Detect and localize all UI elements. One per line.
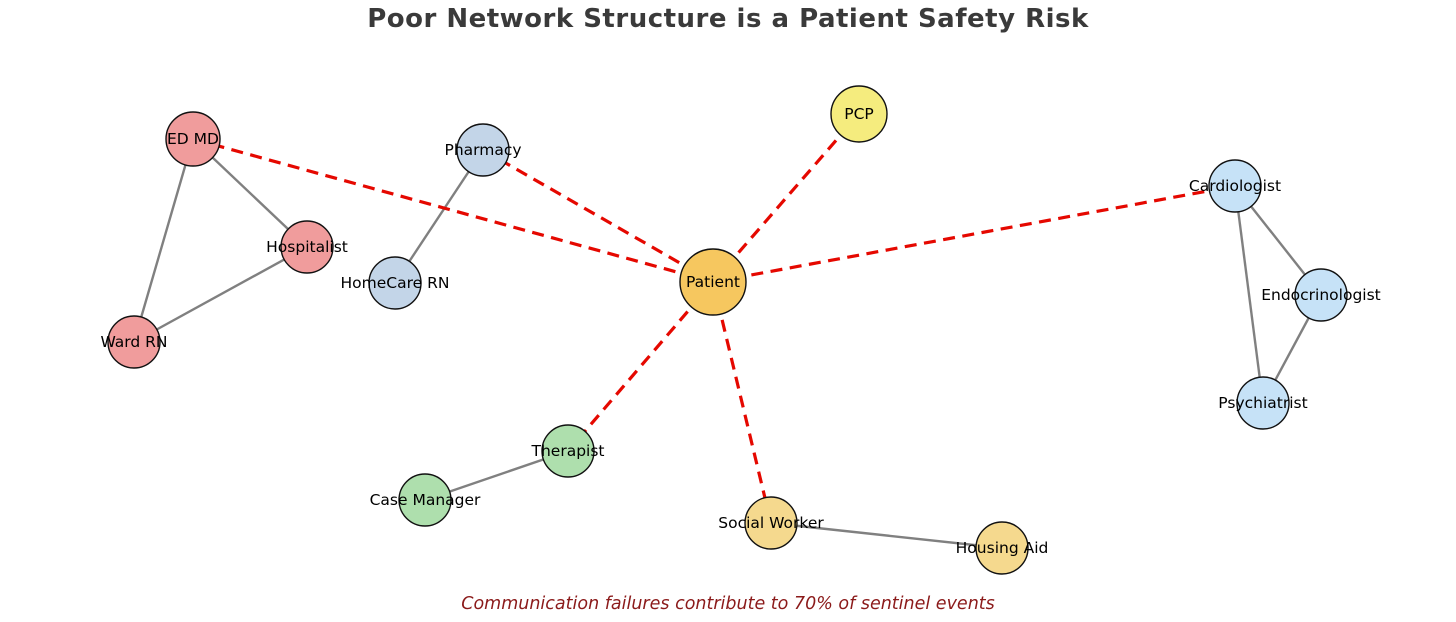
node-label-cardiologist: Cardiologist: [1189, 177, 1281, 195]
edge-social-worker-housing-aid: [770, 521, 1003, 550]
node-label-social-worker: Social Worker: [718, 514, 824, 532]
node-housing-aid: [975, 521, 1029, 575]
node-pharmacy: [456, 123, 510, 177]
node-label-pharmacy: Pharmacy: [444, 141, 521, 159]
edge-patient-ed-md: [192, 137, 714, 284]
node-label-endocrinologist: Endocrinologist: [1261, 286, 1381, 304]
node-ed-md: [165, 111, 221, 167]
edge-patient-cardiologist: [712, 184, 1236, 284]
node-case-manager: [398, 473, 452, 527]
edge-ed-md-ward-rn: [132, 138, 195, 343]
node-label-patient: Patient: [686, 273, 740, 291]
node-label-psychiatrist: Psychiatrist: [1218, 394, 1307, 412]
edge-hospitalist-ward-rn: [133, 245, 308, 344]
figure-title: Poor Network Structure is a Patient Safe…: [367, 4, 1089, 34]
figure-caption: Communication failures contribute to 70%…: [461, 594, 995, 614]
node-pcp: [830, 85, 888, 143]
node-label-ed-md: ED MD: [167, 130, 219, 148]
node-label-homecare-rn: HomeCare RN: [341, 274, 450, 292]
node-label-housing-aid: Housing Aid: [956, 539, 1049, 557]
node-homecare-rn: [368, 256, 422, 310]
node-hospitalist: [280, 220, 334, 274]
node-cardiologist: [1208, 159, 1262, 213]
edge-patient-therapist: [566, 280, 715, 453]
node-label-hospitalist: Hospitalist: [266, 238, 348, 256]
node-label-pcp: PCP: [844, 105, 874, 123]
node-psychiatrist: [1236, 376, 1290, 430]
node-therapist: [541, 424, 595, 478]
edge-patient-social-worker: [711, 281, 773, 524]
edge-cardiologist-psychiatrist: [1233, 185, 1265, 404]
node-social-worker: [744, 496, 798, 550]
node-label-therapist: Therapist: [531, 442, 605, 460]
node-ward-rn: [107, 315, 161, 369]
node-label-ward-rn: Ward RN: [100, 333, 167, 351]
edge-patient-pharmacy: [482, 148, 714, 284]
node-patient: [679, 248, 747, 316]
node-endocrinologist: [1294, 268, 1348, 322]
node-label-case-manager: Case Manager: [370, 491, 481, 509]
edge-patient-pcp: [711, 112, 861, 284]
